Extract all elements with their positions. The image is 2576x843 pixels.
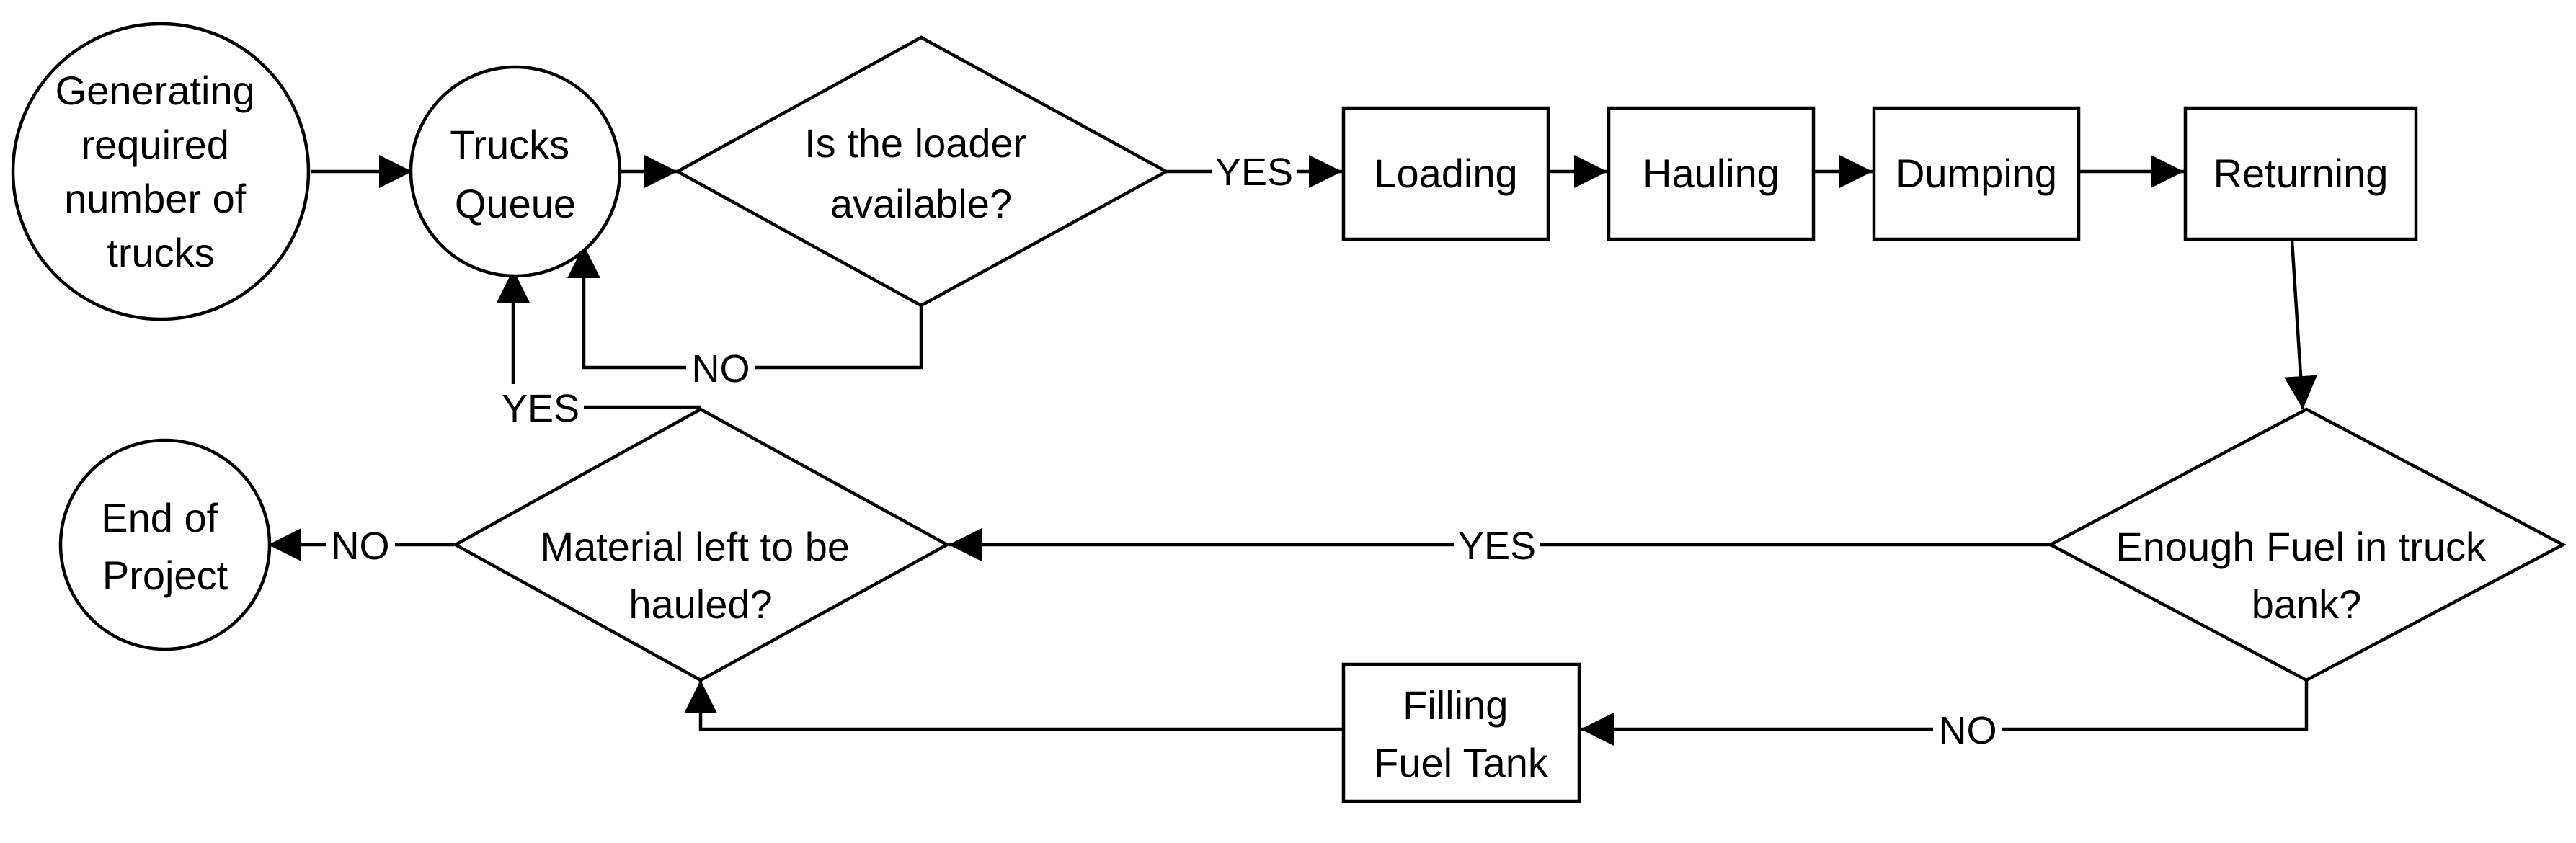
process-returning-label: Returning xyxy=(2213,151,2389,196)
node-generate-line-1: Generating xyxy=(55,68,255,113)
svg-text:Is the loader available?: Is the loader available? xyxy=(804,120,1038,226)
label-material-no: NO xyxy=(332,525,390,568)
node-generate-line-4: trucks xyxy=(107,230,214,275)
node-queue-line-1: Trucks xyxy=(450,122,569,167)
svg-text:Enough Fuel in truck ban: Enough Fuel in truck bank? xyxy=(2115,524,2497,627)
decision-loader-available: Is the loader available? xyxy=(674,35,1170,308)
label-material-yes: YES xyxy=(502,387,579,430)
process-dumping-label: Dumping xyxy=(1896,151,2057,196)
svg-text:End of Project: End of Project xyxy=(101,495,228,598)
label-fuel-yes: YES xyxy=(1458,525,1536,568)
decision-loader-line-2: available? xyxy=(830,181,1012,226)
arrow-filling-to-material xyxy=(684,680,1342,731)
arrow-fuel-no-to-filling xyxy=(1581,681,2309,746)
label-loader-yes: YES xyxy=(1215,151,1293,194)
node-generate: Generating required number of trucks xyxy=(11,22,311,321)
decision-fuel-line-2: bank? xyxy=(2252,581,2362,627)
edge-labels: YES NO YES NO YES NO xyxy=(326,148,2002,752)
node-queue-line-2: Queue xyxy=(455,181,576,226)
decision-fuel-line-1: Enough Fuel in truck xyxy=(2115,524,2487,569)
process-hauling: Hauling xyxy=(1607,106,1816,241)
arrow-returning-to-fuel-decision xyxy=(2284,240,2318,410)
decision-enough-fuel: Enough Fuel in truck bank? xyxy=(2047,407,2567,682)
node-generate-line-3: number of xyxy=(64,176,247,221)
label-fuel-no: NO xyxy=(1939,709,1997,752)
process-filling-fuel-tank: Filling Fuel Tank xyxy=(1341,662,1581,803)
process-hauling-label: Hauling xyxy=(1643,151,1780,196)
node-end-line-1: End of xyxy=(101,495,218,540)
decision-material-line-2: hauled? xyxy=(629,581,772,627)
decision-loader-line-1: Is the loader xyxy=(804,120,1026,166)
svg-text:Generating required: Generating required number of trucks xyxy=(55,68,267,275)
label-loader-no: NO xyxy=(692,347,750,391)
decision-material-line-1: Material left to be xyxy=(540,524,850,569)
process-returning: Returning xyxy=(2183,106,2418,241)
node-generate-line-2: required xyxy=(81,122,228,167)
node-end-line-2: Project xyxy=(102,553,228,598)
process-dumping: Dumping xyxy=(1872,106,2081,241)
process-loading: Loading xyxy=(1341,106,1550,241)
process-loading-label: Loading xyxy=(1374,151,1517,196)
svg-text:Filling Fuel Tank: Filling Fuel Tank xyxy=(1374,682,1549,785)
process-filling-line-2: Fuel Tank xyxy=(1374,740,1549,785)
decision-material-left: Material left to be hauled? xyxy=(452,407,951,682)
svg-text:Material left to be haul: Material left to be hauled? xyxy=(540,524,861,627)
node-end-of-project: End of Project xyxy=(58,438,272,651)
process-filling-line-1: Filling xyxy=(1403,682,1508,728)
svg-text:Trucks Queue: Trucks Queue xyxy=(450,122,580,226)
node-trucks-queue: Trucks Queue xyxy=(409,65,622,278)
